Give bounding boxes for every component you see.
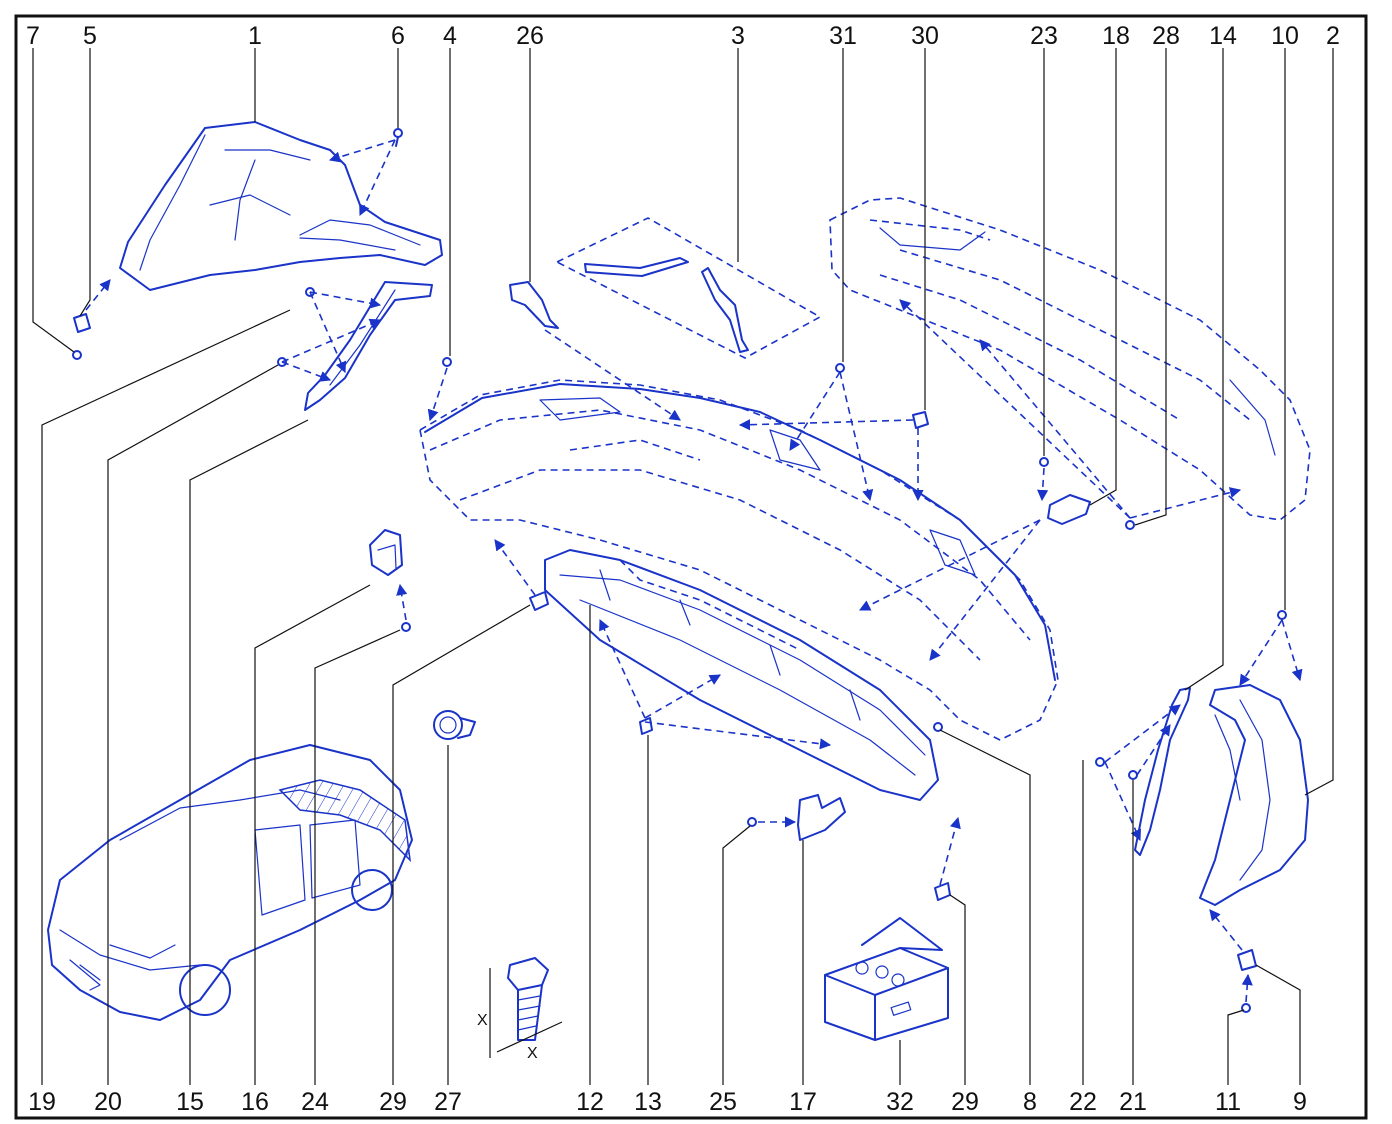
callout-29b: 29	[951, 1088, 979, 1116]
fastener-8-screw	[933, 722, 943, 732]
callout-21: 21	[1119, 1088, 1147, 1116]
fastener-28-screw	[1125, 520, 1135, 530]
part-12-energy-absorber	[544, 549, 939, 801]
part-2-right-side-panel	[1199, 684, 1309, 906]
assembly-arrows	[85, 139, 1303, 1003]
callouts-top-row: 7 5 1 6 4 26 3 31 30 23 18 28 14 10 2	[26, 22, 1340, 50]
fastener-22-screw	[1095, 757, 1105, 767]
main-rear-bumper	[419, 379, 1059, 741]
fastener-11-screw	[1241, 1003, 1251, 1013]
fastener-29a-clip	[529, 591, 549, 611]
callout-leaders	[32, 48, 1334, 1085]
fastener-5-clip	[73, 313, 91, 333]
callout-12: 12	[576, 1088, 604, 1116]
callout-19: 19	[28, 1088, 56, 1116]
callout-30: 30	[911, 22, 939, 50]
part-15-left-bracket	[304, 281, 433, 411]
dimension-label-vertical: X	[477, 1012, 488, 1029]
fastener-24-screw	[401, 622, 411, 632]
part-14-right-bracket	[1134, 687, 1191, 856]
callout-1: 1	[248, 22, 262, 50]
part-27-grommet	[433, 710, 476, 740]
callout-3: 3	[731, 22, 745, 50]
fastener-30-clip	[912, 411, 929, 429]
part-32-fastener-kit-box	[824, 917, 949, 1041]
callout-32: 32	[886, 1088, 914, 1116]
callout-22: 22	[1069, 1088, 1097, 1116]
fastener-29b-clip	[934, 882, 951, 901]
callout-7: 7	[26, 22, 40, 50]
callout-26: 26	[516, 22, 544, 50]
callout-20: 20	[94, 1088, 122, 1116]
callout-13: 13	[634, 1088, 662, 1116]
bolt-dimension-detail: X X	[477, 957, 563, 1062]
callout-17: 17	[789, 1088, 817, 1116]
vehicle-location-sketch	[47, 744, 413, 1021]
callout-24: 24	[301, 1088, 329, 1116]
callout-16: 16	[241, 1088, 269, 1116]
fastener-23-screw	[1039, 457, 1049, 467]
part-3-trim-strips	[555, 217, 822, 359]
callout-9: 9	[1293, 1088, 1307, 1116]
callout-6: 6	[391, 22, 405, 50]
part-1-left-side-panel	[119, 121, 443, 291]
fastener-4-screw	[442, 357, 452, 367]
fastener-13-clip	[639, 717, 653, 735]
part-16-bracket	[369, 529, 403, 576]
fastener-20-screw	[277, 357, 287, 367]
callout-2: 2	[1326, 22, 1340, 50]
callout-15: 15	[176, 1088, 204, 1116]
callout-14: 14	[1209, 22, 1237, 50]
fastener-18-bracket	[1047, 494, 1091, 525]
dimension-label-horizontal: X	[527, 1045, 538, 1062]
callout-18: 18	[1102, 22, 1130, 50]
fastener-25-screw	[747, 817, 757, 827]
drawing-frame	[14, 14, 1368, 1120]
fastener-7-screw	[72, 350, 82, 360]
callout-27: 27	[434, 1088, 462, 1116]
fastener-10-screw	[1277, 610, 1287, 620]
callout-28: 28	[1152, 22, 1180, 50]
fastener-6-screw	[393, 128, 403, 147]
callout-8: 8	[1023, 1088, 1037, 1116]
callout-4: 4	[443, 22, 457, 50]
callouts-bottom-row: 19 20 15 16 24 29 27 12 13 25 17 32 29 8…	[28, 1088, 1307, 1116]
callout-25: 25	[709, 1088, 737, 1116]
callout-23: 23	[1030, 22, 1058, 50]
part-upper-bumper-ghost	[829, 197, 1311, 521]
part-26-clip	[509, 281, 559, 329]
part-17-bracket	[797, 794, 846, 841]
fastener-31-screw	[835, 363, 845, 373]
callout-5: 5	[83, 22, 97, 50]
fastener-21-screw	[1128, 770, 1138, 780]
callout-10: 10	[1271, 22, 1299, 50]
callout-11: 11	[1215, 1088, 1241, 1116]
fastener-9-clip	[1237, 949, 1257, 971]
callout-31: 31	[829, 22, 857, 50]
small-fasteners	[72, 128, 1287, 1013]
callout-29a: 29	[379, 1088, 407, 1116]
